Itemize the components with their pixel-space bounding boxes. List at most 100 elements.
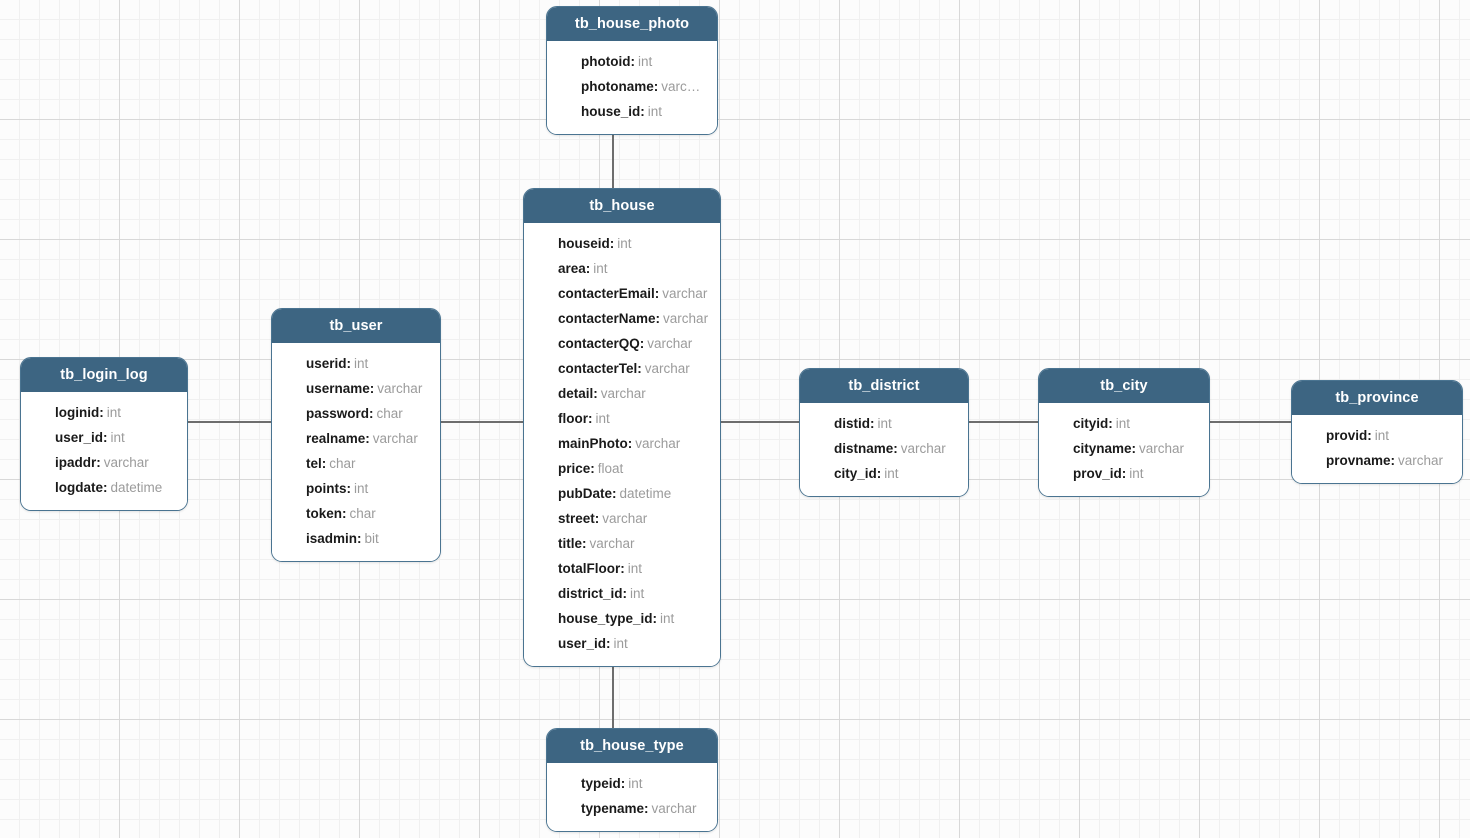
field-type: varchar bbox=[644, 361, 690, 376]
field-separator: : bbox=[620, 561, 625, 576]
field-row[interactable]: floor:int bbox=[524, 406, 720, 431]
field-row[interactable]: provid:int bbox=[1292, 423, 1462, 448]
field-separator: : bbox=[622, 586, 628, 601]
field-name: contacterTel bbox=[558, 361, 638, 376]
field-row[interactable]: points:int bbox=[272, 476, 440, 501]
field-row[interactable]: distid:int bbox=[800, 411, 968, 436]
field-separator: : bbox=[1131, 441, 1137, 456]
field-row[interactable]: cityname:varchar bbox=[1039, 436, 1209, 461]
field-row[interactable]: tel:char bbox=[272, 451, 440, 476]
entity-title-tb_user: tb_user bbox=[272, 309, 440, 343]
field-row[interactable]: typename:varchar bbox=[547, 796, 717, 821]
field-separator: : bbox=[99, 405, 104, 420]
field-separator: : bbox=[640, 104, 645, 119]
field-separator: : bbox=[590, 461, 595, 476]
field-row[interactable]: user_id:int bbox=[524, 631, 720, 656]
field-separator: : bbox=[627, 436, 633, 451]
field-type: int bbox=[1115, 416, 1131, 431]
field-row[interactable]: distname:varchar bbox=[800, 436, 968, 461]
field-row[interactable]: contacterEmail:varchar bbox=[524, 281, 720, 306]
field-separator: : bbox=[655, 311, 661, 326]
field-row[interactable]: street:varchar bbox=[524, 506, 720, 531]
field-type: varchar bbox=[600, 386, 646, 401]
field-name: contacterName bbox=[558, 311, 656, 326]
field-row[interactable]: area:int bbox=[524, 256, 720, 281]
field-row[interactable]: typeid:int bbox=[547, 771, 717, 796]
field-row[interactable]: photoid:int bbox=[547, 49, 717, 74]
field-separator: : bbox=[620, 776, 626, 791]
field-row[interactable]: logdate:datetime bbox=[21, 475, 187, 500]
field-row[interactable]: prov_id:int bbox=[1039, 461, 1209, 486]
field-name: city_id bbox=[834, 466, 877, 481]
field-separator: : bbox=[365, 431, 370, 446]
field-row[interactable]: contacterTel:varchar bbox=[524, 356, 720, 381]
entity-title-tb_province: tb_province bbox=[1292, 381, 1462, 415]
field-row[interactable]: totalFloor:int bbox=[524, 556, 720, 581]
field-type: int bbox=[628, 776, 643, 791]
field-separator: : bbox=[893, 441, 898, 456]
field-row[interactable]: house_type_id:int bbox=[524, 606, 720, 631]
entity-title-tb_city: tb_city bbox=[1039, 369, 1209, 403]
field-row[interactable]: ipaddr:varchar bbox=[21, 450, 187, 475]
field-type: int bbox=[595, 411, 610, 426]
field-row[interactable]: realname:varchar bbox=[272, 426, 440, 451]
field-row[interactable]: cityid:int bbox=[1039, 411, 1209, 436]
field-name: userid bbox=[306, 356, 347, 371]
field-type: int bbox=[354, 356, 369, 371]
field-name: realname bbox=[306, 431, 366, 446]
field-row[interactable]: houseid:int bbox=[524, 231, 720, 256]
field-row[interactable]: password:char bbox=[272, 401, 440, 426]
field-separator: : bbox=[1108, 416, 1113, 431]
connector-login_log-to-user bbox=[188, 421, 272, 423]
field-row[interactable]: user_id:int bbox=[21, 425, 187, 450]
field-row[interactable]: district_id:int bbox=[524, 581, 720, 606]
field-row[interactable]: detail:varchar bbox=[524, 381, 720, 406]
field-separator: : bbox=[369, 381, 375, 396]
field-row[interactable]: provname:varchar bbox=[1292, 448, 1462, 473]
field-separator: : bbox=[654, 286, 660, 301]
field-row[interactable]: loginid:int bbox=[21, 400, 187, 425]
field-row[interactable]: photoname:varc… bbox=[547, 74, 717, 99]
field-row[interactable]: pubDate:datetime bbox=[524, 481, 720, 506]
field-row[interactable]: mainPhoto:varchar bbox=[524, 431, 720, 456]
field-type: int bbox=[660, 611, 675, 626]
field-separator: : bbox=[639, 336, 645, 351]
field-row[interactable]: token:char bbox=[272, 501, 440, 526]
field-separator: : bbox=[346, 481, 352, 496]
field-separator: : bbox=[594, 511, 600, 526]
field-type: int bbox=[647, 104, 663, 119]
field-separator: : bbox=[588, 411, 593, 426]
field-row[interactable]: contacterName:varchar bbox=[524, 306, 720, 331]
field-row[interactable]: house_id:int bbox=[547, 99, 717, 124]
connector-house-to-house_type bbox=[612, 666, 614, 729]
field-row[interactable]: city_id:int bbox=[800, 461, 968, 486]
field-separator: : bbox=[593, 386, 598, 401]
field-name: mainPhoto bbox=[558, 436, 628, 451]
field-type: int bbox=[617, 236, 632, 251]
field-type: int bbox=[110, 430, 125, 445]
connector-user-to-house bbox=[441, 421, 524, 423]
field-name: totalFloor bbox=[558, 561, 621, 576]
field-row[interactable]: userid:int bbox=[272, 351, 440, 376]
field-separator: : bbox=[870, 416, 875, 431]
field-separator: : bbox=[630, 54, 635, 69]
field-row[interactable]: username:varchar bbox=[272, 376, 440, 401]
field-row[interactable]: contacterQQ:varchar bbox=[524, 331, 720, 356]
field-row[interactable]: isadmin:bit bbox=[272, 526, 440, 551]
field-row[interactable]: price:float bbox=[524, 456, 720, 481]
field-row[interactable]: title:varchar bbox=[524, 531, 720, 556]
field-type: int bbox=[354, 481, 369, 496]
field-separator: : bbox=[637, 361, 642, 376]
